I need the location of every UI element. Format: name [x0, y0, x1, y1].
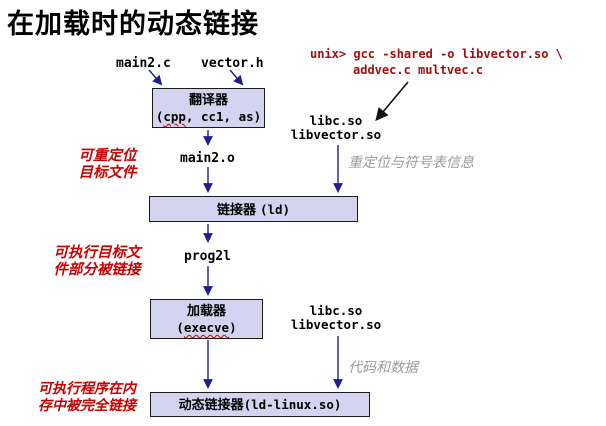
translator-tools-suffix: , cc1, as) — [185, 109, 262, 124]
arrow-vectorh-to-translator — [229, 69, 244, 86]
translator-tools: (cpp, cc1, as) — [156, 108, 261, 125]
source-file-vectorh: vector.h — [201, 56, 264, 71]
executable-prog2l: prog2l — [184, 249, 231, 264]
shared-lib-libvector-top: libvector.so — [290, 126, 382, 142]
translator-label: 翻译器 — [188, 92, 228, 107]
linker-box: 链接器(ld) — [149, 196, 358, 222]
shared-lib-libc-top: libc.so — [309, 113, 363, 128]
shell-command-line1: unix> gcc -shared -o libvector.so \ — [310, 47, 563, 61]
fully-linked-label-line1: 可执行程序在内 — [38, 380, 136, 396]
shared-libs-bottom: libc.so libvector.so — [288, 304, 384, 331]
relocatable-object-label-line1: 可重定位 — [78, 148, 137, 164]
shared-lib-libc-bottom: libc.so — [309, 303, 363, 318]
shell-command-line2: addvec.c multvec.c — [353, 63, 484, 77]
loader-tool-suffix: ) — [229, 320, 237, 335]
fully-linked-label-line2: 存中被完全链接 — [38, 396, 136, 413]
partially-linked-label: 可执行目标文 件部分被链接 — [48, 245, 146, 278]
relocation-symbol-note: 重定位与符号表信息 — [348, 154, 474, 170]
relocatable-object-label-line2: 目标文件 — [78, 164, 137, 181]
arrow-main2c-to-translator — [148, 69, 163, 86]
page-title: 在加载时的动态链接 — [7, 9, 259, 39]
dynamic-linker-label: 动态链接器 — [178, 397, 244, 412]
loader-tool: (execve) — [176, 319, 236, 336]
loader-label: 加载器 — [186, 303, 226, 318]
source-file-main2c: main2.c — [116, 56, 171, 71]
translator-tools-cpp: cpp — [163, 109, 186, 124]
linker-tool: (ld) — [259, 201, 291, 217]
shared-lib-libvector-bottom: libvector.so — [290, 316, 382, 332]
shared-libs-top: libc.so libvector.so — [288, 114, 384, 141]
code-data-note: 代码和数据 — [348, 359, 418, 375]
translator-box: 翻译器 (cpp, cc1, as) — [152, 88, 265, 128]
loader-tool-prefix: ( — [176, 320, 184, 335]
linker-label: 链接器 — [216, 201, 256, 217]
fully-linked-label: 可执行程序在内 存中被完全链接 — [28, 380, 146, 413]
loader-tool-execve: execve — [183, 320, 230, 335]
partially-linked-label-line2: 件部分被链接 — [53, 261, 141, 278]
object-file-main2o: main2.o — [180, 151, 235, 166]
loader-box: 加载器 (execve) — [150, 299, 263, 339]
translator-tools-prefix: ( — [155, 109, 164, 124]
partially-linked-label-line1: 可执行目标文 — [53, 245, 141, 261]
dynamic-linker-tool: (ld-linux.so) — [243, 397, 342, 412]
dynamic-linker-box: 动态链接器(ld-linux.so) — [150, 392, 370, 417]
relocatable-object-label: 可重定位 目标文件 — [60, 148, 155, 181]
